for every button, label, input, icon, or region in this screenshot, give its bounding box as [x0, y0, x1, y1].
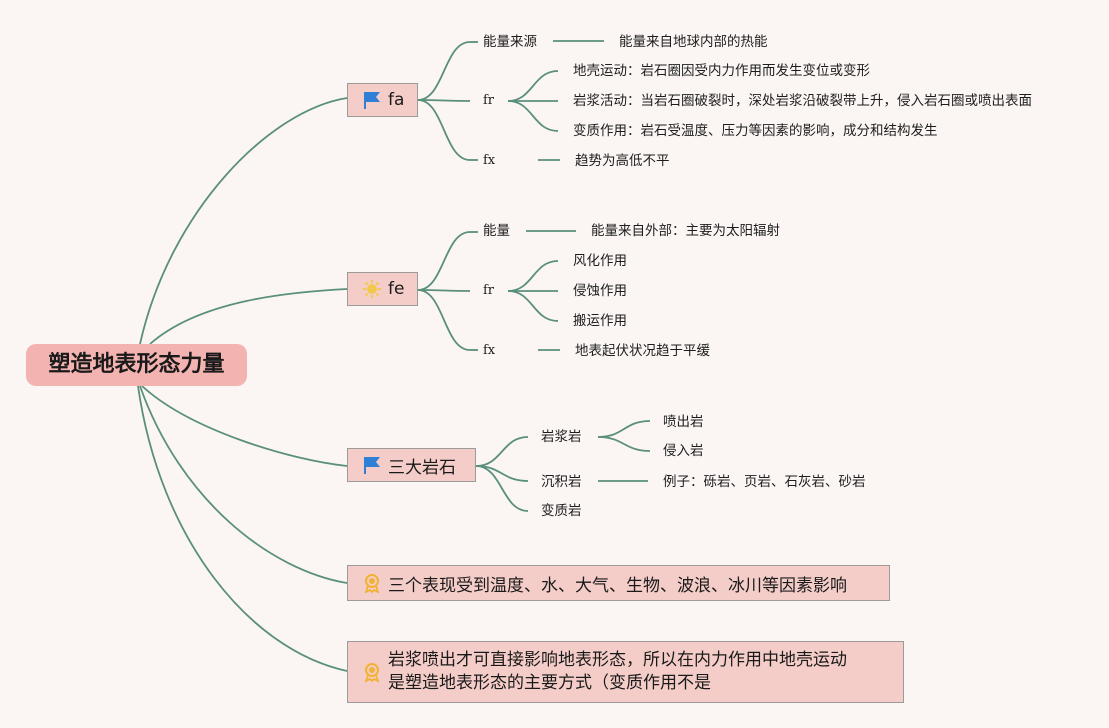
leaf-sedimentary-examples[interactable]: 例子：砾岩、页岩、石灰岩、砂岩: [663, 474, 866, 490]
topic-label: 岩浆喷出才可直接影响地表形态，所以在内力作用中地壳运动 是塑造地表形态的主要方式…: [388, 649, 847, 695]
topic-label-line-2: 是塑造地表形态的主要方式（变质作用不是: [388, 673, 711, 693]
topic-label-line-1: 岩浆喷出才可直接影响地表形态，所以在内力作用中地壳运动: [388, 650, 847, 670]
edge-fa-fr: [417, 99, 471, 102]
edge-fa-energy: [417, 41, 471, 101]
leaf-weathering[interactable]: 风化作用: [573, 253, 627, 269]
branch-energy[interactable]: 能量: [483, 223, 510, 239]
edge-fr-meta: [507, 100, 559, 132]
edge-igneous-extrusive: [597, 420, 651, 438]
root-connector-factors: [139, 385, 348, 584]
edge-fe-fr: [417, 289, 471, 292]
sun-icon: [363, 280, 381, 298]
leaf-metamorphism[interactable]: 变质作用：岩石受温度、压力等因素的影响，成分和结构发生: [573, 123, 938, 139]
edge-rocks-igneous: [475, 436, 529, 467]
branch-sedimentary[interactable]: 沉积岩: [541, 474, 582, 490]
edge-fe-fx: [417, 289, 471, 351]
branch-energy-source[interactable]: 能量来源: [483, 34, 537, 50]
leaf-trend-uneven[interactable]: 趋势为高低不平: [575, 153, 670, 169]
edge-rocks-metamorphic: [475, 465, 529, 512]
root-connector-rocks: [141, 385, 348, 467]
edge-fr-crust: [507, 70, 559, 102]
branch-fx[interactable]: fx: [483, 343, 496, 358]
topic-magma-note[interactable]: 岩浆喷出才可直接影响地表形态，所以在内力作用中地壳运动 是塑造地表形态的主要方式…: [347, 641, 904, 703]
root-topic[interactable]: 塑造地表形态力量: [26, 344, 247, 386]
topic-fa[interactable]: fa: [347, 83, 418, 117]
flag-icon: [364, 92, 380, 109]
edge-fa-fx: [417, 99, 471, 161]
branch-fr[interactable]: fr: [483, 93, 495, 108]
award-icon: [364, 663, 380, 682]
edge-fe-energy: [417, 231, 471, 291]
topic-three-rocks[interactable]: 三大岩石: [347, 448, 476, 482]
branch-fx[interactable]: fx: [483, 153, 496, 168]
topic-label: 三大岩石: [388, 457, 456, 478]
leaf-magma-activity[interactable]: 岩浆活动：当岩石圈破裂时，深处岩浆沿破裂带上升，侵入岩石圈或喷出表面: [573, 93, 1032, 109]
award-icon: [364, 574, 380, 593]
leaf-crust-movement[interactable]: 地壳运动：岩石圈因受内力作用而发生变位或变形: [573, 63, 870, 79]
topic-label: fa: [388, 90, 405, 110]
branch-fr[interactable]: fr: [483, 283, 495, 298]
flag-icon: [364, 457, 380, 474]
leaf-intrusive[interactable]: 侵入岩: [663, 443, 704, 459]
root-connector-fe: [149, 288, 348, 345]
branch-metamorphic[interactable]: 变质岩: [541, 503, 582, 519]
topic-label: 三个表现受到温度、水、大气、生物、波浪、冰川等因素影响: [388, 575, 847, 596]
root-connector-fa: [139, 97, 348, 345]
leaf-erosion[interactable]: 侵蚀作用: [573, 283, 627, 299]
topic-label: fe: [388, 279, 405, 299]
leaf-transport[interactable]: 搬运作用: [573, 313, 627, 329]
topic-three-factors[interactable]: 三个表现受到温度、水、大气、生物、波浪、冰川等因素影响: [347, 565, 890, 601]
edge-igneous-intrusive: [597, 436, 651, 452]
leaf-extrusive[interactable]: 喷出岩: [663, 414, 704, 430]
leaf-external-energy[interactable]: 能量来自外部：主要为太阳辐射: [591, 223, 780, 239]
leaf-flattening[interactable]: 地表起伏状况趋于平缓: [575, 343, 710, 359]
root-connector-note: [137, 385, 348, 672]
branch-igneous[interactable]: 岩浆岩: [541, 429, 582, 445]
edge-fr-weathering: [507, 260, 559, 292]
leaf-energy-source[interactable]: 能量来自地球内部的热能: [619, 34, 768, 50]
edge-fr-transport: [507, 290, 559, 322]
topic-fe[interactable]: fe: [347, 272, 418, 306]
